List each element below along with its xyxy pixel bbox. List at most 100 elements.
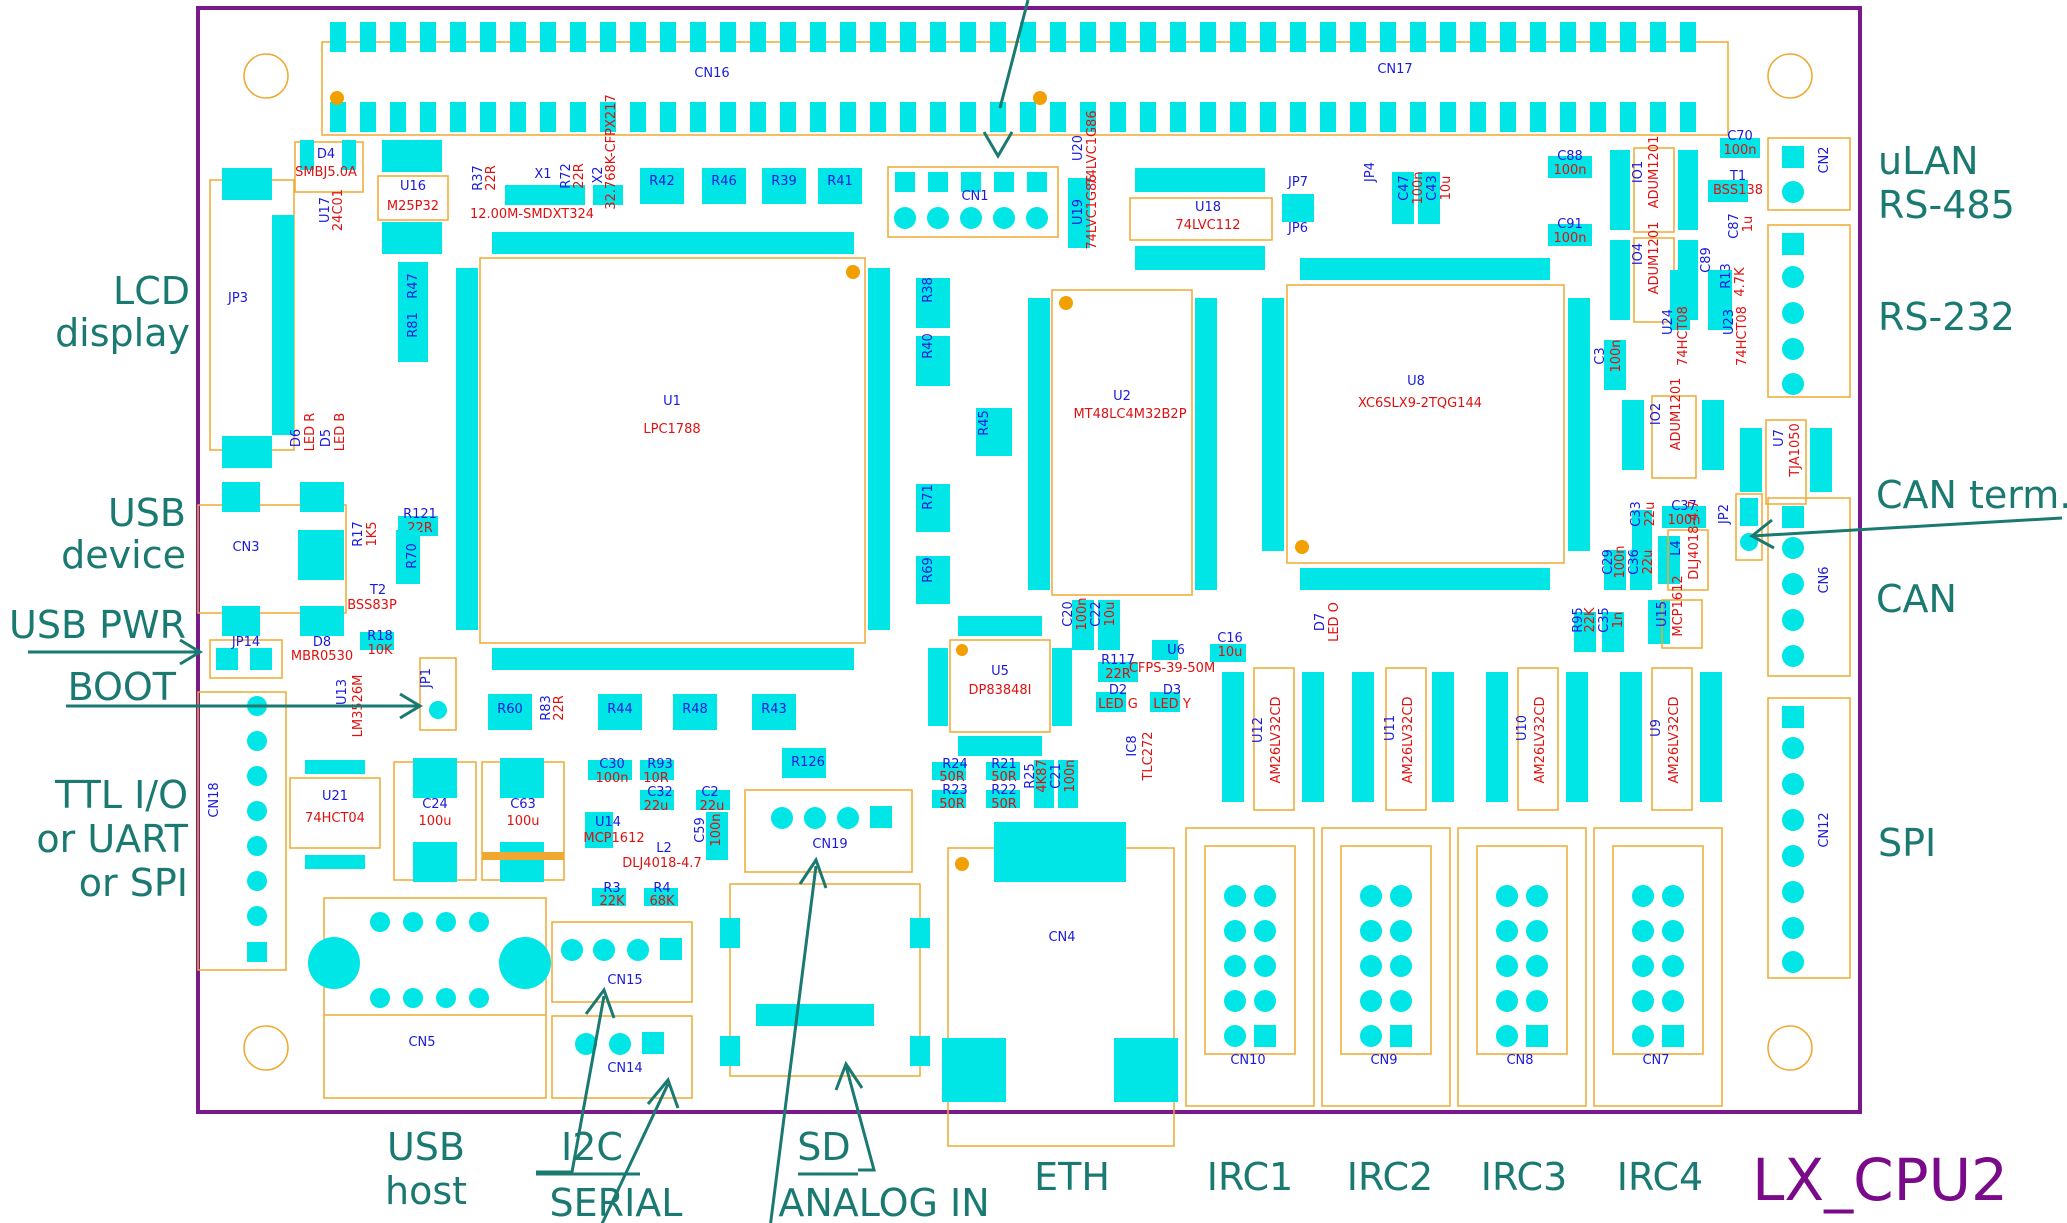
vertical-part-ref: C29 (1601, 549, 1616, 575)
t1-value: BSS138 (1713, 183, 1763, 198)
irc-driver-value: AM26LV32CD (1667, 697, 1682, 784)
label-usb-pwr: USB PWR (9, 603, 186, 647)
vertical-part-ref: R83 (539, 695, 554, 721)
u1-value: LPC1788 (643, 422, 700, 437)
vertical-part-ref: C35 (1597, 607, 1612, 633)
u5-phy: U5 DP83848I (928, 616, 1072, 756)
vertical-part-value: ADUM1201 (1647, 222, 1662, 295)
u5-value: DP83848I (968, 683, 1031, 698)
jp3-lcd-connector: JP3 (209, 168, 295, 468)
r117-ref: R117 (1101, 653, 1135, 668)
vertical-part-value: 32.768K-CFPX217 (604, 94, 619, 209)
r22-ref: R22 (991, 783, 1017, 798)
u1-ref: U1 (663, 394, 681, 409)
label-spi: SPI (1878, 821, 1936, 865)
vertical-part-ref: U24 (1661, 309, 1676, 335)
vertical-part-value: 22K (1583, 607, 1598, 633)
irc-driver-value: AM26LV32CD (1401, 697, 1416, 784)
vertical-part-ref: C33 (1629, 501, 1644, 527)
r121-ref: R121 (403, 507, 437, 522)
vertical-part-value: 1n (1611, 612, 1626, 629)
cn10-label: CN10 (1230, 1053, 1265, 1068)
cn3-label: CN3 (232, 540, 259, 555)
vertical-part-value: 4.7K (1733, 267, 1748, 297)
vertical-part-ref: R95 (1571, 607, 1586, 633)
t2-ref: T2 (369, 583, 386, 598)
c88-value: 100n (1553, 163, 1586, 178)
vertical-part-ref: D6 (289, 429, 304, 447)
u16-ref: U16 (400, 179, 426, 194)
vertical-part-ref: C21 (1049, 763, 1064, 789)
c2-value: 22u (700, 799, 725, 814)
vertical-part-ref: R72 (559, 163, 574, 189)
vertical-part-value: 74LVC1G86 (1085, 110, 1100, 185)
vertical-part-value: 74LVC1G86 (1085, 174, 1100, 249)
label-irc4: IRC4 (1617, 1155, 1703, 1199)
u2-sdram: U2 MT48LC4M32B2P (1028, 289, 1217, 596)
resistor-ref: R38 (921, 277, 936, 303)
label-ulan-line2: RS-485 (1878, 183, 2015, 227)
resistor-ref: R81 (406, 312, 421, 338)
jp3-label: JP3 (227, 291, 248, 306)
vertical-part-ref: IO4 (1631, 243, 1646, 265)
u5-ref: U5 (991, 664, 1009, 679)
vertical-part-ref: U7 (1772, 429, 1787, 447)
resistor-ref: R39 (771, 174, 797, 189)
r24-ref: R24 (942, 757, 968, 772)
vertical-part-ref: D5 (319, 429, 334, 447)
vertical-part-ref: U15 (1655, 601, 1670, 627)
c70-value: 100n (1723, 143, 1756, 158)
label-lcd-line2: display (55, 311, 190, 355)
c70-ref: C70 (1727, 129, 1753, 144)
vertical-part-ref: C47 (1397, 175, 1412, 201)
vertical-part-ref: C36 (1627, 549, 1642, 575)
vertical-part-value: LED B (333, 413, 348, 452)
c16-value: 10u (1218, 645, 1243, 660)
label-lcd-line1: LCD (113, 269, 190, 313)
resistor-pack-row: R42 R46 R39 R41 R60 R44 R48 R43 R47 R81 … (398, 168, 1012, 730)
vertical-part-value: 100n (1411, 171, 1426, 204)
vertical-part-value: 4K87 (1035, 759, 1050, 792)
r23-value: 50R (939, 797, 965, 812)
r24-value: 50R (939, 770, 965, 785)
cn3-usb-device: CN3 (197, 482, 347, 636)
irc-driver-value: AM26LV32CD (1269, 697, 1284, 784)
mounting-holes (243, 53, 1813, 1071)
annotation-leaders (28, 0, 2063, 1223)
irc-connectors: CN10 CN9 CN8 CN7 (1185, 827, 1723, 1107)
r21-value: 50R (991, 770, 1017, 785)
vertical-part-value: ADUM1201 (1647, 136, 1662, 209)
vertical-part-value: 1K5 (365, 521, 380, 546)
resistor-ref: R44 (607, 702, 633, 717)
u8-ref: U8 (1407, 374, 1425, 389)
c2-ref: C2 (701, 785, 718, 800)
c24-ref: C24 (422, 797, 448, 812)
irc-driver-ref: U11 (1383, 715, 1398, 741)
vertical-part-ref: C89 (1699, 247, 1714, 273)
c88-ref: C88 (1557, 149, 1583, 164)
r23-ref: R23 (942, 783, 968, 798)
irc-driver-chips: U12 AM26LV32CD U11 AM26LV32CD U10 AM26LV… (1222, 667, 1722, 811)
resistor-ref: R41 (827, 174, 853, 189)
vertical-part-ref: R25 (1023, 763, 1038, 789)
resistor-ref: R69 (921, 557, 936, 583)
vertical-part-value: 74HCT08 (1676, 306, 1691, 366)
u14-value: MCP1612 (583, 831, 644, 846)
vertical-part-ref: C87 (1727, 213, 1742, 239)
label-analog-in: ANALOG IN (778, 1181, 989, 1223)
d4-value: SMBJ5.0A (295, 165, 357, 180)
c91-ref: C91 (1557, 217, 1583, 232)
label-rs232: RS-232 (1878, 295, 2015, 339)
u16-value: M25P32 (387, 199, 439, 214)
label-ttl-line1: TTL I/O (54, 773, 188, 817)
label-eth: ETH (1034, 1155, 1110, 1199)
vertical-part-ref: C22 (1089, 601, 1104, 627)
vertical-part-ref: U20 (1071, 135, 1086, 161)
label-ttl-line3: or SPI (79, 861, 188, 905)
vertical-part-labels: U17 24C01 R37 22R R72 22R X2 32.768K-CFP… (289, 94, 1803, 860)
cn4-ethernet: CN4 (942, 822, 1178, 1147)
c37-ref: C37 (1671, 499, 1697, 514)
cn15-label: CN15 (607, 973, 642, 988)
label-ulan-line1: uLAN (1878, 139, 1979, 183)
